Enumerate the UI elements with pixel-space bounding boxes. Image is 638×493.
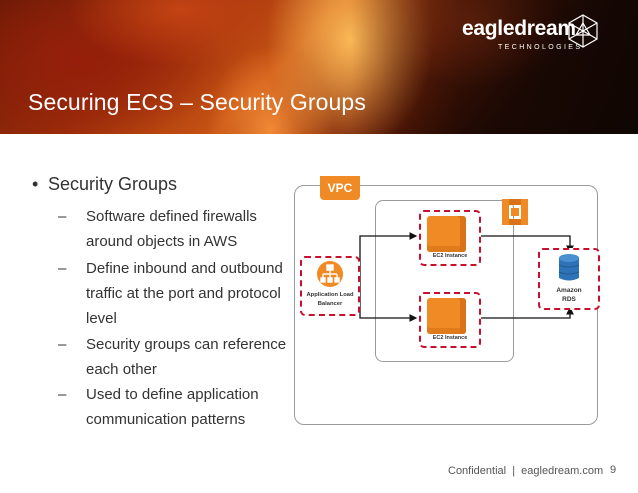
sub-bullet-line: communication patterns <box>86 411 246 428</box>
load-balancer-label: Application Load Balancer <box>302 291 358 309</box>
ec2-icon <box>427 298 466 334</box>
dash-marker: – <box>58 208 67 225</box>
architecture-diagram: VPC <box>288 176 618 431</box>
sub-bullet-line: Security groups can reference <box>86 336 287 353</box>
page-number: 9 <box>610 464 617 476</box>
sub-bullet-line: Define inbound and outbound <box>86 260 283 277</box>
vpc-label: VPC <box>320 176 360 200</box>
dash-marker: – <box>58 336 67 353</box>
load-balancer-label-line: Balancer <box>317 301 343 307</box>
main-bullet: • Security Groups <box>32 174 177 195</box>
sub-bullet-line: Software defined firewalls <box>86 208 257 225</box>
ec2-label: EC2 Instance <box>432 335 468 341</box>
rds-security-group: Amazon RDS <box>538 248 600 310</box>
auto-scaling-icon <box>502 199 528 225</box>
load-balancer-label-line: Application Load <box>306 292 354 298</box>
rds-label: Amazon RDS <box>540 286 598 304</box>
slide-title: Securing ECS – Security Groups <box>28 89 366 115</box>
geodesic-logo-icon <box>568 14 598 48</box>
dash-marker: – <box>58 260 67 277</box>
bullet-marker: • <box>32 174 39 194</box>
rds-database-icon <box>558 254 580 281</box>
ec2-security-group-bottom: EC2 Instance <box>419 292 481 348</box>
sub-bullet-line: traffic at the port and protocol <box>86 285 281 302</box>
logo-wordmark: eagledream <box>462 17 576 40</box>
load-balancer-security-group: Application Load Balancer <box>300 256 360 316</box>
sub-bullet-line: Used to define application <box>86 386 259 403</box>
sub-bullet-line: each other <box>86 361 157 378</box>
ec2-label: EC2 Instance <box>432 253 468 259</box>
main-bullet-text: Security Groups <box>48 174 178 194</box>
auto-scaling-group <box>375 200 514 362</box>
sub-bullet-line: around objects in AWS <box>86 233 238 250</box>
logo-subtitle: TECHNOLOGIES <box>498 44 583 51</box>
ec2-icon <box>427 216 466 252</box>
dash-marker: – <box>58 386 67 403</box>
rds-label-line: Amazon <box>556 287 582 294</box>
header-banner: Securing ECS – Security Groups eagledrea… <box>0 0 638 134</box>
sub-bullet-line: level <box>86 310 117 327</box>
ec2-security-group-top: EC2 Instance <box>419 210 481 266</box>
rds-label-line: RDS <box>562 296 576 303</box>
load-balancer-icon <box>317 261 343 287</box>
connection-arrows <box>359 232 574 322</box>
footer-text: Confidential | eagledream.com <box>448 465 604 477</box>
